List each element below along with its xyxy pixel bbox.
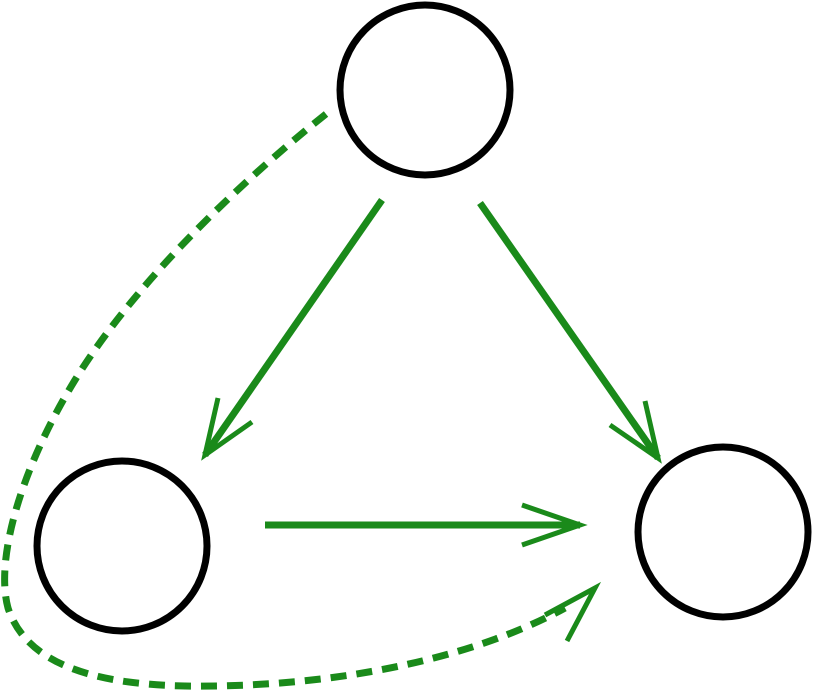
- node-bottom-left: [33, 457, 211, 635]
- open-arrowhead-icon: [543, 581, 602, 643]
- node-bottom-right: [634, 443, 812, 621]
- open-arrowhead-icon: [608, 400, 662, 464]
- open-arrowhead-icon: [201, 397, 254, 461]
- edge-top-to-bottom-right-dashed: [1, 111, 602, 690]
- edge-bottom-left-to-bottom-right: [265, 502, 588, 548]
- dashed-edge-curve: [1, 111, 567, 690]
- edge-top-to-bottom-right: [477, 200, 662, 464]
- edge-line: [477, 200, 661, 461]
- open-arrowhead-icon: [521, 502, 588, 548]
- node-top: [336, 1, 514, 179]
- edge-top-to-bottom-left: [201, 198, 385, 461]
- edge-line: [202, 198, 385, 457]
